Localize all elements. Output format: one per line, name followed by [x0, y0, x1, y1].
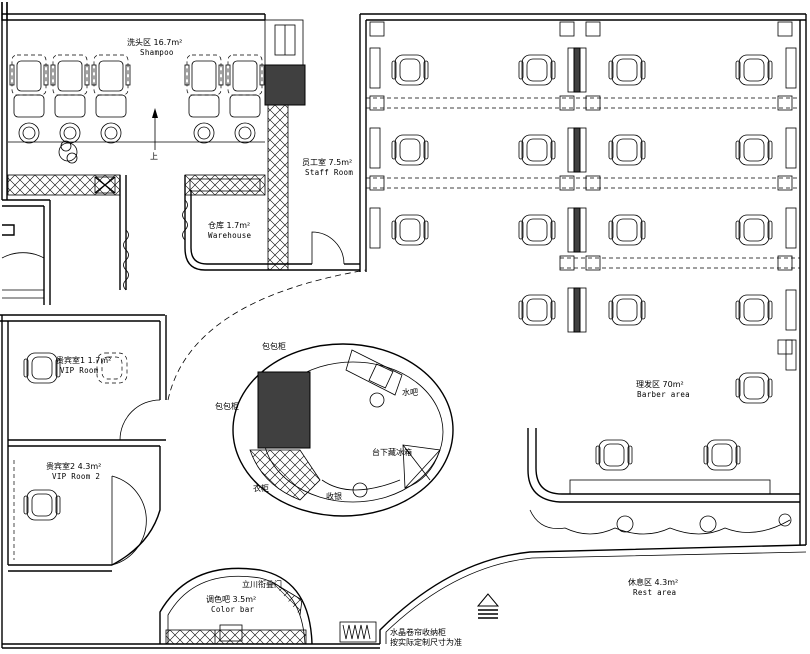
barber-label-zh: 理发区 70m² — [636, 380, 684, 389]
bag-cabinet-left-label: 包包柜 — [215, 402, 239, 411]
staff-room — [264, 19, 360, 271]
crystal-cabinet-label-1: 水晶卷帘收纳柜 — [390, 628, 446, 637]
water-bar-label: 水吧 — [402, 388, 418, 397]
wardrobe-label: 衣柜 — [253, 484, 269, 493]
shampoo-label-en: Shampoo — [140, 48, 174, 57]
barber-area — [366, 21, 800, 535]
fridge-label: 台下藏冰箱 — [372, 448, 412, 457]
warehouse-label-en: Warehouse — [208, 231, 252, 240]
shampoo-area — [7, 54, 266, 290]
warehouse-room — [123, 199, 268, 291]
color-bar-label-zh: 调色吧 3.5m² — [206, 595, 257, 604]
crystal-cabinet-label-2: 按实际定制尺寸为准 — [390, 638, 462, 647]
shampoo-label-zh: 洗头区 16.7m² — [127, 38, 183, 47]
standing-cabinet-label: 立川衔叠门 — [242, 580, 282, 589]
vip2-label-zh: 贵宾室2 4.3m² — [46, 462, 102, 471]
up-arrow-label: 上 — [150, 152, 158, 161]
color-bar-room — [159, 567, 313, 645]
circulation-arc — [167, 269, 367, 401]
rest-area — [339, 544, 807, 644]
barber-label-en: Barber area — [637, 390, 690, 399]
cashier-label: 收银 — [326, 492, 342, 501]
rest-area-label-zh: 休息区 4.3m² — [628, 578, 679, 587]
vip1-label-en: VIP Room — [60, 366, 99, 375]
staff-room-label-en: Staff Room — [305, 168, 354, 177]
reception-island — [232, 343, 454, 517]
rest-area-label-en: Rest area — [633, 588, 677, 597]
staff-room-label-zh: 员工室 7.5m² — [302, 158, 353, 167]
bag-cabinet-top-label: 包包柜 — [262, 342, 286, 351]
left-entrance — [0, 199, 165, 648]
vip1-label-zh: 贵宾室1 1.7m² — [56, 356, 112, 365]
vip2-label-en: VIP Room 2 — [52, 472, 101, 481]
warehouse-label-zh: 仓库 1.7m² — [208, 221, 251, 230]
vip-rooms — [8, 315, 167, 572]
color-bar-label-en: Color bar — [211, 605, 255, 614]
